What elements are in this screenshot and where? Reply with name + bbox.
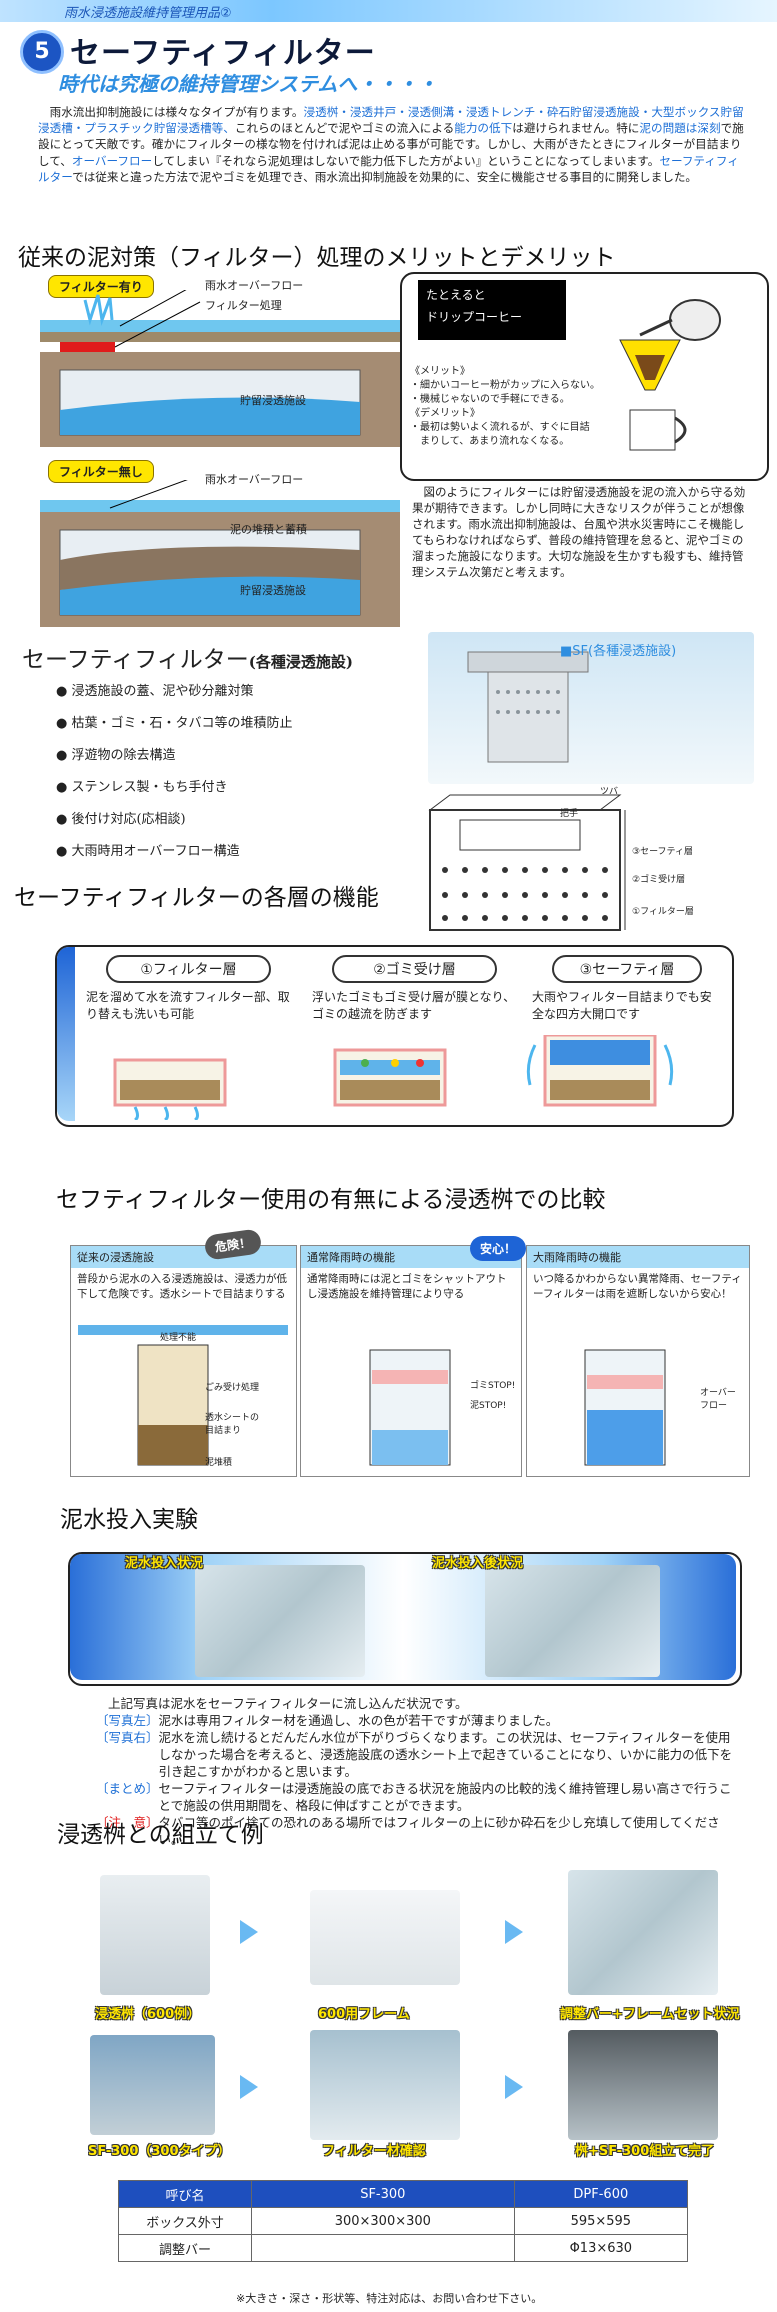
- page-title: セーフティフィルター: [70, 36, 376, 71]
- assembly-photo-1: [100, 1875, 210, 1995]
- layer-function-illustrations: [113, 1035, 674, 1120]
- experiment-lead: 上記写真は泥水をセーフティフィルターに流し込んだ状況です。: [108, 1696, 468, 1711]
- with-filter-label: フィルター有り: [48, 275, 154, 298]
- label-untreatable: 処理不能: [160, 1333, 197, 1343]
- arrow-right-icon: [240, 1920, 258, 1944]
- feature-item: ● 浸透施設の蓋、泥や砂分離対策: [56, 684, 254, 699]
- spec-cell: 300×300×300: [251, 2207, 515, 2235]
- coffee-title: たとえると ドリップコーヒー: [418, 280, 566, 340]
- section1-explanation: 図のようにフィルターには貯留浸透施設を泥の流入から守る効果が期待できます。しかし…: [412, 485, 746, 579]
- merit-demerit-list: 《メリット》 ・細かいコーヒー粉がカップに入らない。 ・機械じゃないので手軽にで…: [410, 366, 600, 447]
- comparison-illus-3: [584, 1349, 666, 1466]
- arrow-right-icon: [240, 2075, 258, 2099]
- section6-title: 浸透桝との組立て例: [57, 1822, 264, 1848]
- comparison-illus-1: [78, 1325, 288, 1466]
- spec-header-row: 呼び名 SF-300 DPF-600: [118, 2180, 689, 2208]
- label-tsuba: ツバ: [600, 787, 619, 797]
- label-layer1: ①フィルター層: [632, 907, 694, 917]
- feature-list: ● 浸透施設の蓋、泥や砂分離対策 ● 枯葉・ゴミ・石・タバコ等の堆積防止 ● 浮…: [40, 680, 293, 872]
- product-photo: [428, 632, 754, 784]
- layer-card-1: ①フィルター層 泥を溜めて水を流すフィルター部、取り替えも洗いも可能: [86, 955, 291, 1023]
- section3-title: セーフティフィルターの各層の機能: [14, 885, 379, 911]
- section-number-badge: 5: [20, 30, 64, 74]
- layer-structure-diagram: [428, 794, 626, 931]
- spec-footnote: ※大きさ・深さ・形状等、特注対応は、お問い合わせ下さい。: [236, 2292, 543, 2305]
- label-sheet-clog: 透水シートの目詰まり: [205, 1413, 260, 1436]
- storage-label-2: 貯留浸透施設: [240, 584, 306, 597]
- assembly-photo-4: [90, 2035, 215, 2135]
- feature-item: ● 枯葉・ゴミ・石・タバコ等の堆積防止: [56, 716, 293, 731]
- assembly-caption-5: フィルター材確認: [322, 2144, 426, 2159]
- without-filter-diagram: [40, 480, 400, 627]
- spec-header: DPF-600: [513, 2180, 689, 2208]
- safe-badge: 安心！: [470, 1236, 527, 1261]
- label-trash-stop: ゴミSTOP!: [470, 1381, 516, 1391]
- page-subtitle: 時代は究極の維持管理システムへ・・・・: [58, 72, 438, 96]
- spec-cell: [251, 2234, 515, 2262]
- spec-cell: 調整バー: [118, 2234, 252, 2262]
- overflow-label-1: 雨水オーバーフロー: [205, 279, 304, 292]
- feature-item: ● 浮遊物の除去構造: [56, 748, 176, 763]
- header-bar: [0, 0, 777, 22]
- assembly-photo-2: [310, 1890, 460, 1985]
- table-row: ボックス外寸 300×300×300 595×595: [118, 2207, 689, 2235]
- assembly-caption-6: 桝+SF-300組立て完了: [575, 2144, 715, 2159]
- label-handle: 把手: [560, 809, 579, 819]
- storage-label-1: 貯留浸透施設: [240, 394, 306, 407]
- spec-cell: 595×595: [513, 2207, 689, 2235]
- spec-table: 呼び名 SF-300 DPF-600 ボックス外寸 300×300×300 59…: [118, 2180, 689, 2262]
- assembly-caption-2: 600用フレーム: [318, 2007, 410, 2022]
- overflow-label-2: 雨水オーバーフロー: [205, 473, 304, 486]
- spec-header: SF-300: [251, 2180, 515, 2208]
- comparison-illus-2: [369, 1349, 451, 1466]
- spec-cell: Φ13×630: [513, 2234, 689, 2262]
- label-layer2: ②ゴミ受け層: [632, 875, 686, 885]
- without-filter-label: フィルター無し: [48, 460, 154, 483]
- label-mud-stop: 泥STOP!: [470, 1401, 507, 1411]
- experiment-photo-left: [195, 1565, 365, 1677]
- experiment-notes: 〔写真左〕泥水は専用フィルター材を通過し、水の色が若干ですが薄まりました。 〔写…: [96, 1713, 733, 1847]
- spec-header: 呼び名: [118, 2180, 252, 2208]
- filter-processing-label: フィルター処理: [205, 299, 282, 312]
- feature-item: ● 後付け対応(応相談): [56, 812, 186, 827]
- section5-title: 泥水投入実験: [60, 1507, 198, 1533]
- label-layer3: ③セーフティ層: [632, 847, 693, 857]
- section2-title: セーフティフィルター(各種浸透施設): [22, 647, 353, 673]
- assembly-caption-4: SF-300（300タイプ）: [88, 2144, 231, 2159]
- assembly-caption-3: 調整バー+フレームセット状況: [560, 2007, 740, 2022]
- feature-item: ● ステンレス製・もち手付き: [56, 780, 228, 795]
- coffee-drip-illustration: [619, 299, 721, 451]
- mud-label: 泥の堆積と蓄積: [230, 523, 307, 536]
- assembly-photo-5: [310, 2030, 460, 2140]
- label-trash-receive: ごみ受け処理: [205, 1383, 260, 1393]
- photo-caption-right: 泥水投入後状況: [432, 1556, 524, 1571]
- product-photo-label: ■SF(各種浸透施設): [560, 644, 677, 659]
- spec-cell: ボックス外寸: [118, 2207, 252, 2235]
- intro-paragraph: 雨水流出抑制施設には様々なタイプが有ります。浸透桝・浸透井戸・浸透側溝・浸透トレ…: [38, 105, 744, 184]
- table-row: 調整バー Φ13×630: [118, 2234, 689, 2262]
- label-mud-deposit: 泥堆積: [205, 1458, 233, 1468]
- experiment-photo-right: [485, 1565, 660, 1677]
- label-overflow: オーバーフロー: [700, 1388, 736, 1411]
- photo-caption-left: 泥水投入状況: [125, 1556, 204, 1571]
- assembly-photo-3: [568, 1870, 718, 1995]
- layer-card-2: ②ゴミ受け層 浮いたゴミもゴミ受け層が膜となり、ゴミの越流を防ぎます: [312, 955, 517, 1023]
- section4-title: セフティフィルター使用の有無による浸透桝での比較: [56, 1187, 606, 1213]
- with-filter-diagram: [40, 290, 400, 447]
- assembly-caption-1: 浸透桝（600例）: [95, 2007, 201, 2022]
- arrow-right-icon: [505, 2075, 523, 2099]
- feature-item: ● 大雨時用オーバーフロー構造: [56, 844, 240, 859]
- arrow-right-icon: [505, 1920, 523, 1944]
- header-tagline: 雨水浸透施設維持管理用品②: [64, 6, 232, 21]
- section1-title: 従来の泥対策（フィルター）処理のメリットとデメリット: [18, 245, 616, 271]
- layer-card-3: ③セーフティ層 大雨やフィルター目詰まりでも安全な四方大開口です: [532, 955, 722, 1023]
- layer-box-accent: [57, 947, 75, 1121]
- assembly-photo-6: [568, 2030, 718, 2140]
